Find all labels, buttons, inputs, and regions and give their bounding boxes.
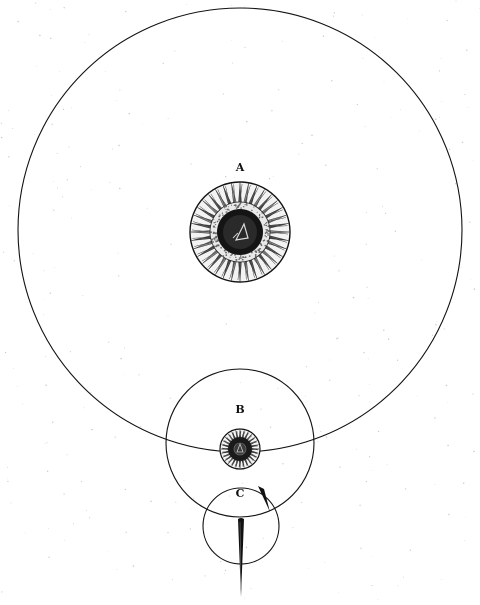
body-a [189, 181, 291, 283]
label-c: C [235, 487, 245, 500]
comet-tail [238, 518, 244, 597]
comet-spike [258, 486, 270, 512]
body-a-granules [210, 202, 270, 261]
label-a: A [235, 161, 245, 174]
comet-tail-highlight [239, 521, 242, 591]
label-b: B [235, 403, 245, 416]
orbit-circle-b [165, 368, 315, 518]
body-b [219, 428, 261, 470]
